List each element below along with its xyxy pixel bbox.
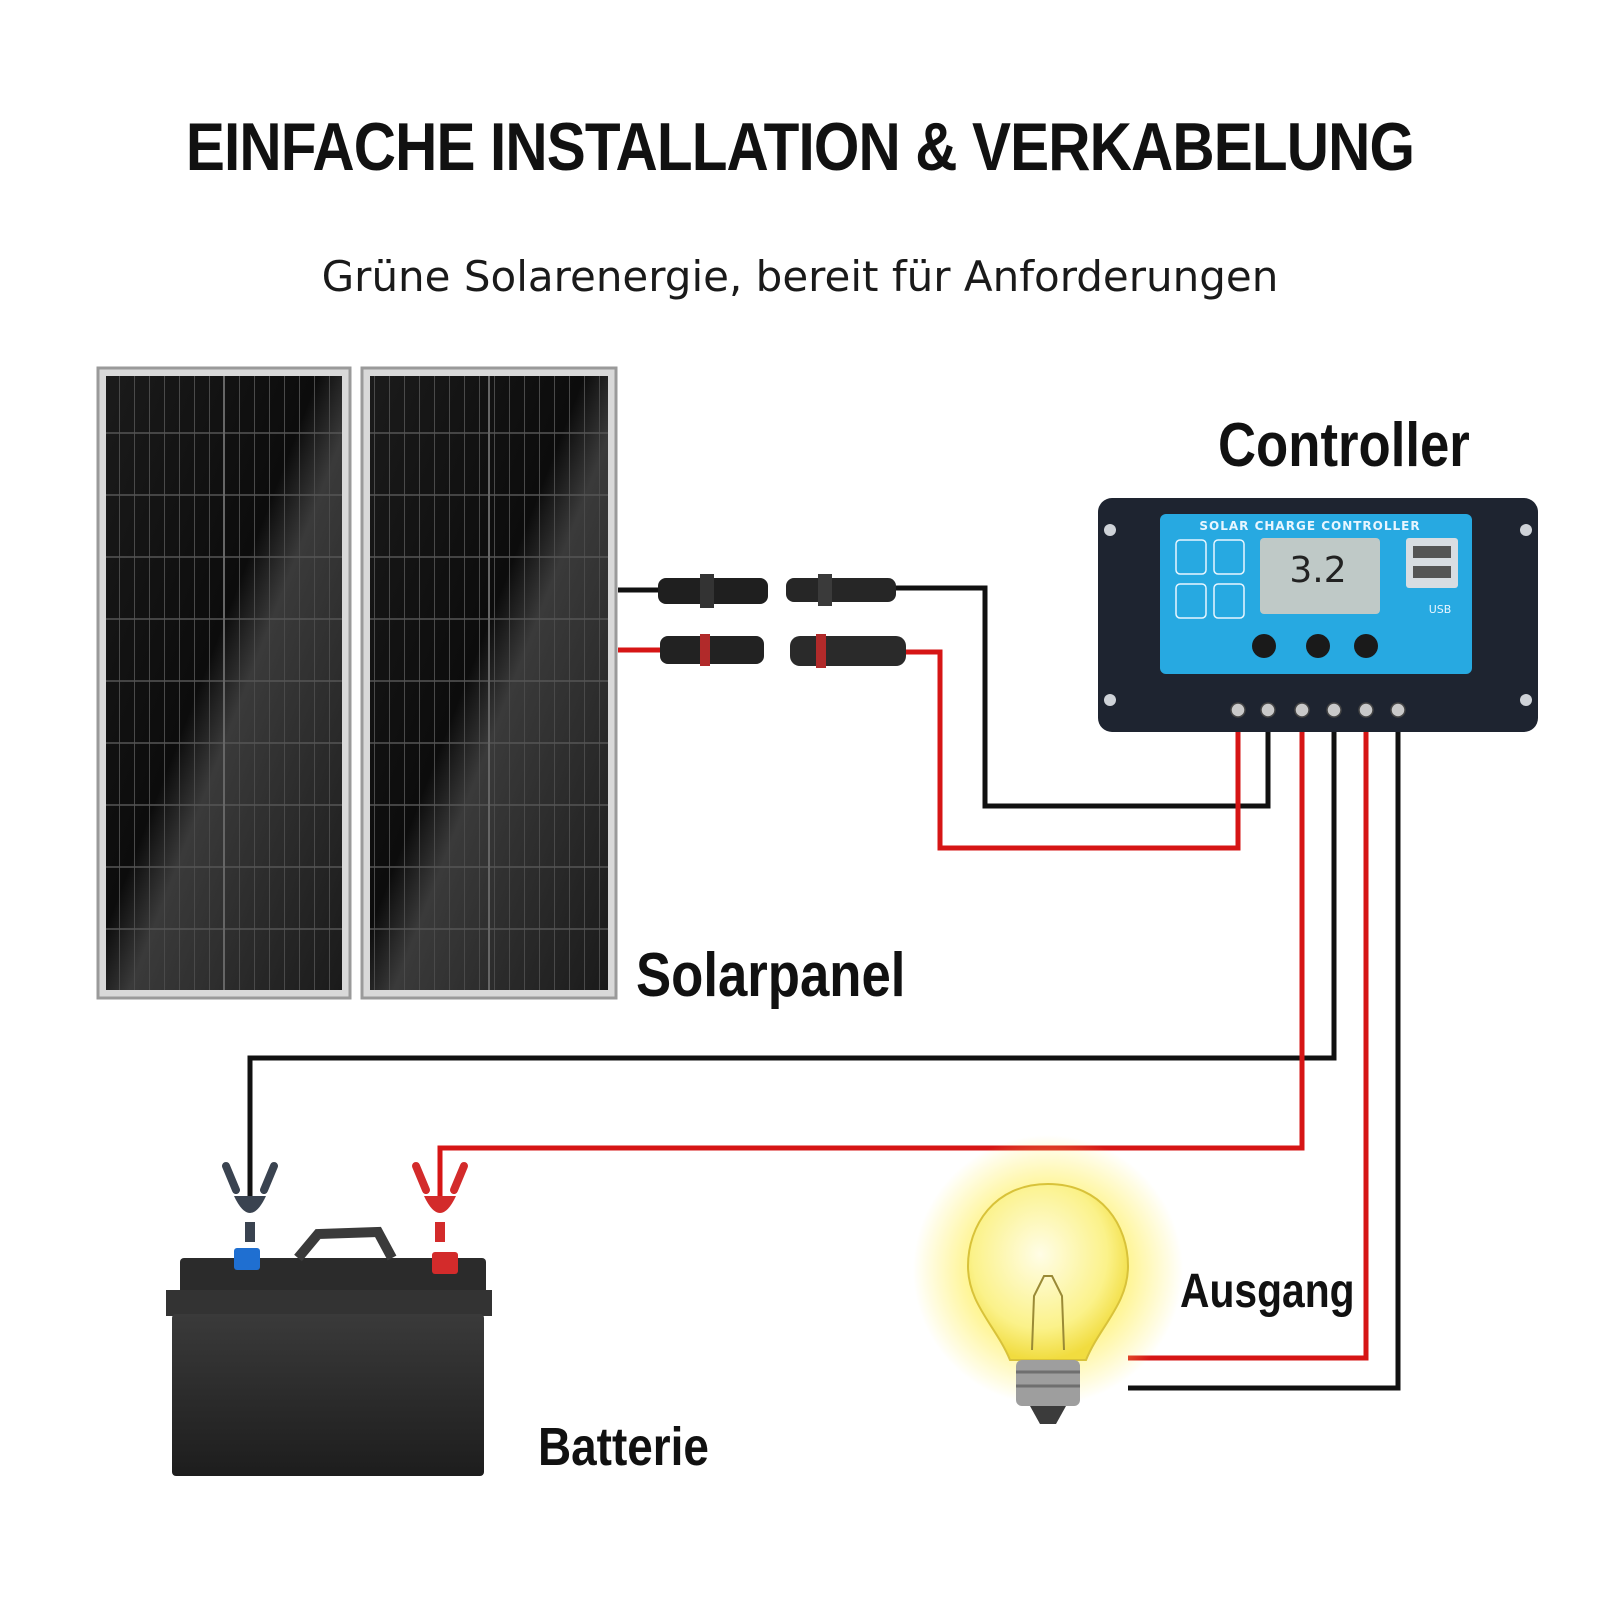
connector-icon: [658, 574, 906, 668]
positive-terminal: [432, 1252, 458, 1274]
usb-label: USB: [1429, 603, 1452, 616]
page-title: EINFACHE INSTALLATION & VERKABELUNG: [185, 109, 1415, 185]
battery-label: Batterie: [538, 1417, 709, 1477]
controller-button-2[interactable]: [1306, 634, 1330, 658]
solar-panel-label: Solarpanel: [636, 941, 906, 1010]
controller-header-text: SOLAR CHARGE CONTROLLER: [1199, 519, 1420, 533]
negative-terminal: [234, 1248, 260, 1270]
output-label: Ausgang: [1180, 1265, 1355, 1318]
controller-display: [1260, 538, 1380, 614]
usb-port-icon: [1406, 538, 1458, 588]
wires: [247, 585, 1401, 1391]
controller-label: Controller: [1218, 411, 1470, 480]
light-bulb-icon: [913, 1135, 1183, 1424]
controller-button-1[interactable]: [1252, 634, 1276, 658]
clamp-icon: [222, 1162, 468, 1242]
controller-button-3[interactable]: [1354, 634, 1378, 658]
charge-controller-icon: SOLAR CHARGE CONTROLLER 3.2 USB: [1098, 498, 1538, 732]
page-subtitle: Grüne Solarenergie, bereit für Anforderu…: [321, 252, 1279, 301]
controller-display-value: 3.2: [1289, 550, 1346, 591]
battery-icon: [166, 1226, 492, 1476]
solar-panel-icon: [96, 366, 618, 1000]
